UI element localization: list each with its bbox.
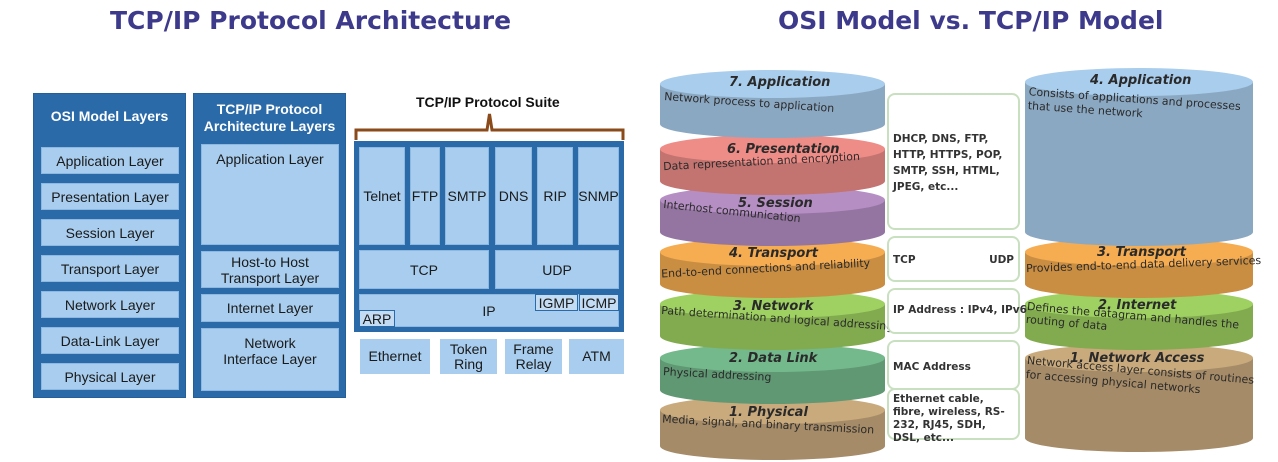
protocol-udp: UDP — [495, 250, 619, 289]
tcpip-name-internet: 2. Internet — [1098, 298, 1177, 313]
right-title: OSI Model vs. TCP/IP Model — [778, 6, 1164, 35]
protocols-datalink-text: MAC Address — [893, 361, 971, 373]
protocols-transport: TCP UDP — [887, 236, 1020, 282]
osi-name-physical: 1. Physical — [729, 405, 808, 420]
protocols-application: DHCP, DNS, FTP, HTTP, HTTPS, POP, SMTP, … — [887, 93, 1020, 230]
osi-name-session: 5. Session — [738, 196, 813, 211]
protocols-datalink: MAC Address — [887, 340, 1020, 390]
network-atm: ATM — [569, 339, 624, 374]
protocol-tcp: TCP — [359, 250, 489, 289]
osi-name-application: 7. Application — [729, 75, 831, 90]
network-ethernet: Ethernet — [360, 339, 430, 374]
protocol-smtp: SMTP — [445, 147, 489, 245]
osi-layer-physical: Physical Layer — [41, 363, 179, 390]
protocol-igmp: IGMP — [535, 294, 578, 311]
tcpip-name-application: 4. Application — [1090, 73, 1192, 88]
osi-layer-network: Network Layer — [41, 291, 179, 318]
osi-layer-datalink: Data-Link Layer — [41, 327, 179, 354]
protocols-network: IP Address : IPv4, IPv6 — [887, 288, 1027, 334]
protocols-transport-udp: UDP — [989, 254, 1014, 266]
tcpip-cylinder-layer-1 — [1025, 344, 1253, 452]
tcpip-cylinder-layer-2 — [1025, 290, 1253, 350]
tcpip-name-transport: 3. Transport — [1097, 245, 1186, 260]
protocol-ftp: FTP — [410, 147, 440, 245]
osi-cylinder-layer-1 — [660, 396, 885, 461]
architecture-header: TCP/IP Protocol Architecture Layers — [203, 101, 336, 134]
arch-layer-internet: Internet Layer — [201, 294, 339, 322]
osi-cylinder-layer-7 — [660, 70, 885, 138]
protocol-arp: ARP — [359, 310, 395, 327]
osi-cylinder-layer-3 — [660, 290, 885, 351]
osi-name-presentation: 6. Presentation — [727, 142, 840, 157]
arch-layer-application: Application Layer — [201, 144, 339, 245]
suite-bracket — [354, 113, 625, 140]
osi-cylinder-layer-6 — [660, 135, 885, 195]
protocols-transport-tcp: TCP — [893, 254, 916, 266]
osi-name-transport: 4. Transport — [729, 246, 818, 261]
tcpip-name-network-access: 1. Network Access — [1070, 351, 1205, 366]
protocol-icmp: ICMP — [579, 294, 619, 311]
osi-name-network: 3. Network — [733, 299, 814, 314]
left-title: TCP/IP Protocol Architecture — [110, 6, 512, 35]
protocols-application-text: DHCP, DNS, FTP, HTTP, HTTPS, POP, SMTP, … — [893, 133, 1003, 193]
protocol-dns: DNS — [495, 147, 532, 245]
osi-layer-transport: Transport Layer — [41, 255, 179, 282]
arch-layer-network-interface: Network Interface Layer — [201, 328, 339, 391]
protocol-telnet: Telnet — [359, 147, 405, 245]
tcpip-cylinder-layer-3 — [1025, 238, 1253, 298]
osi-cylinder-layer-4 — [660, 238, 885, 298]
protocol-snmp: SNMP — [578, 147, 619, 245]
tcpip-cylinder-layer-4 — [1025, 68, 1253, 246]
osi-name-datalink: 2. Data Link — [729, 351, 818, 366]
osi-layer-presentation: Presentation Layer — [41, 183, 179, 210]
osi-cylinder-stack — [660, 70, 885, 461]
suite-label: TCP/IP Protocol Suite — [416, 94, 560, 110]
network-token-ring: Token Ring — [440, 339, 497, 374]
protocols-physical-text: Ethernet cable, fibre, wireless, RS-232,… — [893, 393, 1005, 444]
arch-layer-transport: Host-to Host Transport Layer — [201, 251, 339, 288]
protocols-network-text: IP Address : IPv4, IPv6 — [893, 304, 1027, 316]
protocol-rip: RIP — [537, 147, 573, 245]
protocols-physical: Ethernet cable, fibre, wireless, RS-232,… — [887, 388, 1020, 444]
network-frame-relay: Frame Relay — [505, 339, 562, 374]
osi-layer-session: Session Layer — [41, 219, 179, 246]
osi-layer-application: Application Layer — [41, 147, 179, 174]
osi-header: OSI Model Layers — [50, 108, 169, 124]
osi-cylinder-layer-2 — [660, 344, 885, 404]
tcpip-cylinder-stack — [1025, 68, 1253, 452]
